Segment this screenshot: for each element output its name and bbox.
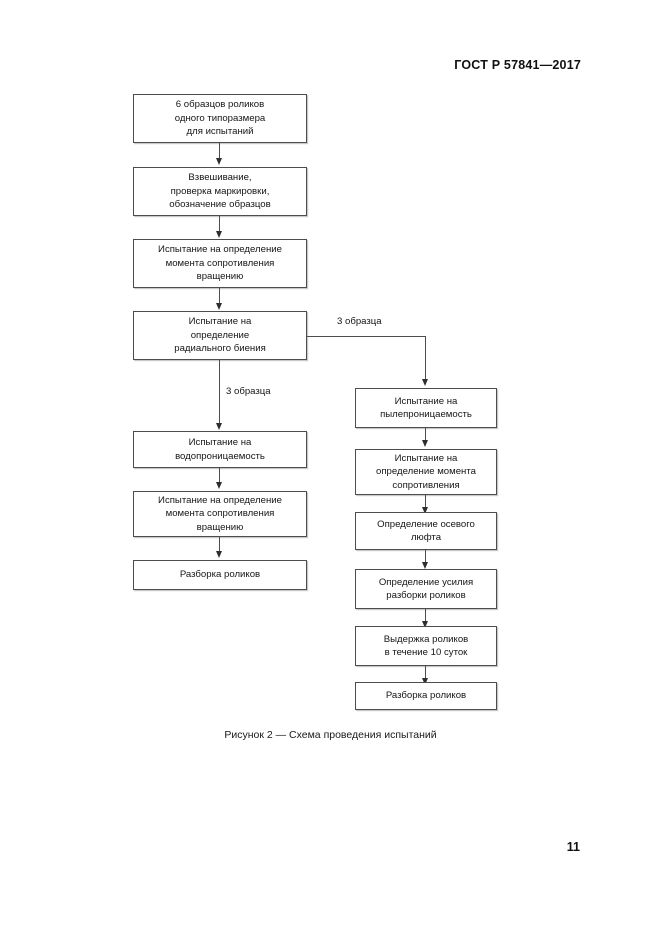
flow-node-disassembly-force: Определение усилия разборки роликов — [355, 569, 497, 609]
arrowhead-n9-n10 — [422, 507, 428, 514]
flow-node-label: Выдержка роликов в течение 10 суток — [383, 633, 469, 658]
arrowhead-n2-n3 — [216, 231, 222, 238]
flow-node-label: Испытание на определение радиального бие… — [174, 316, 266, 355]
standard-header: ГОСТ Р 57841—2017 — [454, 58, 581, 72]
flow-node-water-permeability: Испытание на водопроницаемость — [133, 431, 307, 468]
flow-node-label: Испытание на определение момента сопроти… — [158, 494, 282, 533]
flow-node-label: Испытание на пылепроницаемость — [380, 395, 472, 420]
flow-node-label: Испытание на определение момента сопроти… — [158, 244, 282, 283]
connector-n3-n4 — [219, 288, 220, 305]
flow-node-label: Взвешивание, проверка маркировки, обозна… — [169, 172, 271, 211]
connector-n12-n13 — [425, 666, 426, 680]
arrowhead-n1-n2 — [216, 158, 222, 165]
connector-n9-n10 — [425, 495, 426, 509]
flow-node-resistance-moment: Испытание на определение момента сопроти… — [355, 449, 497, 495]
page-number: 11 — [566, 840, 580, 854]
arrowhead-n11-n12 — [422, 621, 428, 628]
edge-label-branch-right: 3 образца — [337, 316, 382, 327]
arrowhead-n12-n13 — [422, 678, 428, 685]
flow-node-label: 6 образцов роликов одного типоразмера дл… — [174, 99, 266, 138]
flow-node-label: Определение усилия разборки роликов — [378, 576, 474, 601]
flow-node-rotation-resistance-left: Испытание на определение момента сопроти… — [133, 491, 307, 537]
connector-n1-n2 — [219, 143, 220, 160]
connector-n10-n11 — [425, 550, 426, 564]
edge-label-branch-left: 3 образца — [226, 386, 271, 397]
arrowhead-n3-n4 — [216, 303, 222, 310]
flow-node-label: Разборка роликов — [385, 690, 467, 702]
flow-node-dust-permeability: Испытание на пылепроницаемость — [355, 388, 497, 428]
flow-node-rotation-resistance: Испытание на определение момента сопроти… — [133, 239, 307, 288]
flow-node-weighing: Взвешивание, проверка маркировки, обозна… — [133, 167, 307, 216]
flow-node-disassembly-left: Разборка роликов — [133, 560, 307, 590]
connector-branch-right-vertical — [425, 336, 426, 380]
connector-branch-left-vertical — [219, 360, 220, 425]
connector-n2-n3 — [219, 216, 220, 233]
arrowhead-branch-right — [422, 379, 428, 386]
arrowhead-branch-left — [216, 423, 222, 430]
connector-n11-n12 — [425, 609, 426, 623]
arrowhead-n6-n7 — [216, 551, 222, 558]
connector-n8-n9 — [425, 428, 426, 442]
flow-node-label: Разборка роликов — [179, 569, 261, 581]
arrowhead-n5-n6 — [216, 482, 222, 489]
flow-node-holding-10-days: Выдержка роликов в течение 10 суток — [355, 626, 497, 666]
arrowhead-n8-n9 — [422, 440, 428, 447]
connector-n6-n7 — [219, 537, 220, 553]
flow-node-label: Испытание на водопроницаемость — [175, 437, 265, 462]
connector-n5-n6 — [219, 468, 220, 484]
connector-branch-right-horizontal — [307, 336, 426, 337]
flow-node-disassembly-right: Разборка роликов — [355, 682, 497, 710]
flow-node-samples: 6 образцов роликов одного типоразмера дл… — [133, 94, 307, 143]
flow-node-radial-runout: Испытание на определение радиального бие… — [133, 311, 307, 360]
flow-node-label: Испытание на определение момента сопроти… — [376, 452, 476, 491]
figure-caption: Рисунок 2 — Схема проведения испытаний — [224, 729, 437, 741]
arrowhead-n10-n11 — [422, 562, 428, 569]
flow-node-axial-play: Определение осевого люфта — [355, 512, 497, 550]
flow-node-label: Определение осевого люфта — [377, 518, 475, 543]
